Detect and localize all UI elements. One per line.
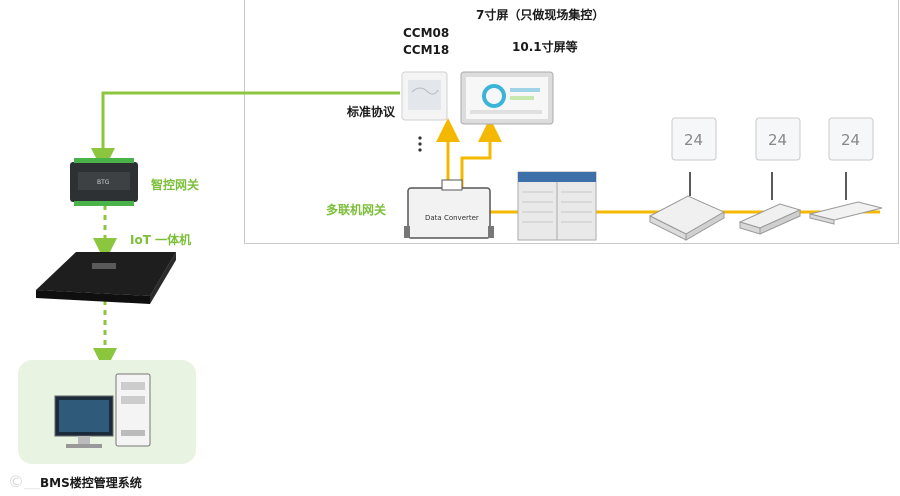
bms-tower-overlay xyxy=(116,374,150,446)
ccm08-label: CCM08 xyxy=(403,26,449,40)
std-protocol-label: 标准协议 xyxy=(347,103,395,120)
smart-gateway-label: 智控网关 xyxy=(151,176,199,193)
iot-label: IoT 一体机 xyxy=(130,231,191,248)
screen7-label: 7寸屏（只做现场集控） xyxy=(476,6,604,23)
bms-label: BMS楼控管理系统 xyxy=(40,474,142,491)
vrf-gateway-label: 多联机网关 xyxy=(326,201,386,218)
ccm18-label: CCM18 xyxy=(403,43,449,57)
bms-monitor-overlay xyxy=(55,396,113,448)
screen10-label: 10.1寸屏等 xyxy=(512,38,578,55)
watermark: ©＿ xyxy=(8,468,40,492)
